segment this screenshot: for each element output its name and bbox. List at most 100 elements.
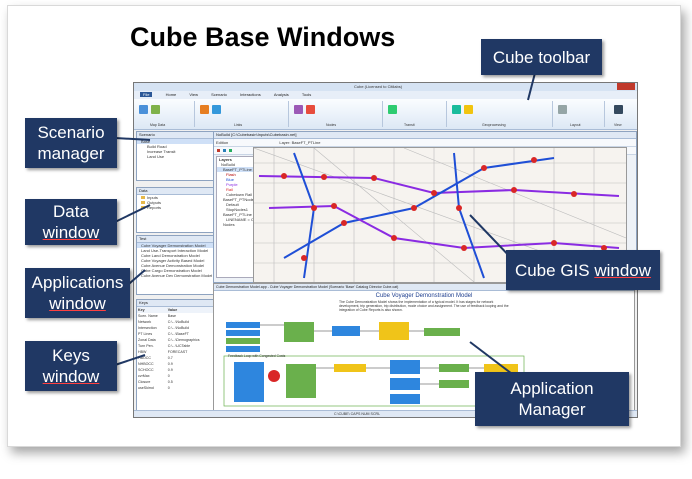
- ribbon-group-label: Geoprocessing: [482, 123, 506, 127]
- callout-text: Data: [53, 202, 89, 221]
- blue-line: [453, 152, 485, 279]
- layer-item[interactable]: Nodes: [223, 222, 235, 227]
- callout-text: manager: [37, 144, 105, 163]
- close-icon[interactable]: [617, 83, 635, 90]
- application-item[interactable]: Cube Avenue Dev Demonstration Model: [141, 273, 213, 278]
- scenario-item[interactable]: Build Road: [147, 144, 167, 149]
- transit-icon[interactable]: [388, 105, 397, 114]
- folder-icon: [141, 196, 145, 199]
- scenario-item[interactable]: Increase Transit: [147, 149, 176, 154]
- feedback-loop-label: Feedback Loop with Congested Costs: [228, 354, 286, 358]
- edition-dropdown[interactable]: Edition: [216, 140, 229, 145]
- tab-home[interactable]: Home: [165, 92, 177, 97]
- keys-column-header: Value: [167, 308, 178, 312]
- layer-item[interactable]: Cubetown Rail: [226, 192, 253, 197]
- nodes-icon[interactable]: [294, 105, 303, 114]
- cube-toolbar: Map Data Links Nodes Transit Geoprocessi…: [134, 99, 637, 130]
- folder-item[interactable]: Inputs: [137, 195, 213, 200]
- status-bar: C:\CUBE\ CAPS NUM SCRL: [134, 410, 637, 417]
- app-tab-title[interactable]: Cube Demonstration Model.app - Cube Voya…: [214, 284, 634, 291]
- folder-item[interactable]: Outputs: [137, 200, 213, 205]
- application-item[interactable]: Cube Avenue Demonstration Model: [141, 263, 205, 268]
- status-text: C:\CUBE\ CAPS NUM SCRL: [334, 412, 381, 416]
- numbering-icon[interactable]: [306, 105, 315, 114]
- edit-icon[interactable]: [151, 105, 160, 114]
- intersect-icon[interactable]: [464, 105, 473, 114]
- select-icon[interactable]: [217, 149, 220, 152]
- application-item[interactable]: Cube Land Demonstration Model: [141, 253, 200, 258]
- callout-text: Keys: [52, 346, 90, 365]
- scenario-item[interactable]: Land Use: [147, 154, 165, 159]
- application-item[interactable]: Cube Cargo Demonstration Model: [141, 268, 202, 273]
- view-icon[interactable]: [614, 105, 623, 114]
- tab-view[interactable]: View: [189, 92, 198, 97]
- ribbon-tabs: File Home View Scenario Interactions Ana…: [134, 91, 637, 99]
- ribbon-group-layout: Layout: [554, 101, 605, 127]
- tab-file[interactable]: File: [140, 92, 153, 97]
- folder-icon: [141, 206, 145, 209]
- layer-item[interactable]: BaseFT_PTLine: [223, 212, 252, 217]
- ribbon-group-geoprocessing: Geoprocessing: [448, 101, 553, 127]
- scenario-panel: Scenario Base Build Road Increase Transi…: [136, 131, 214, 181]
- table-row[interactable]: Turn Pen.C:\...\UCTable: [138, 344, 191, 348]
- buffer-icon[interactable]: [452, 105, 461, 114]
- callout-text: Manager: [518, 400, 586, 419]
- color-icon[interactable]: [212, 105, 221, 114]
- links-icon[interactable]: [200, 105, 209, 114]
- layer-item[interactable]: StopNodes1: [226, 207, 249, 212]
- slide-title: Cube Base Windows: [130, 22, 396, 52]
- tab-scenario[interactable]: Scenario: [211, 92, 227, 97]
- gis-file-path: NoBuild [C:\Cubebasin\Inputs\Cubebasin.n…: [214, 132, 636, 139]
- application-item[interactable]: Cube Voyager Activity Based Model: [141, 258, 205, 263]
- tab-analysis[interactable]: Analysis: [273, 92, 289, 97]
- callout-cube-toolbar: Cube toolbar: [481, 39, 602, 75]
- layer-item[interactable]: Flash: [226, 172, 236, 177]
- diagram-description: The Cube Demonstration Model shows the i…: [339, 300, 509, 312]
- layer-item[interactable]: LINENAME = Cubetown Rail: [226, 217, 278, 222]
- ribbon-group-label: Links: [234, 123, 243, 127]
- tab-tools[interactable]: Tools: [301, 92, 312, 97]
- layout-icon[interactable]: [558, 105, 567, 114]
- ribbon-group-label: Layout: [570, 123, 581, 127]
- layer-dropdown[interactable]: Layer: BaseFT_PTLine: [279, 140, 321, 145]
- tab-interactions[interactable]: Interactions: [240, 92, 261, 97]
- application-item[interactable]: Land Use-Transport Interaction Model: [141, 248, 209, 253]
- folder-item[interactable]: Reports: [137, 205, 213, 210]
- callout-text: window: [42, 223, 100, 242]
- diagram-title: Cube Voyager Demonstration Model: [375, 293, 473, 299]
- flow-diagram: [223, 322, 525, 407]
- callout-text: Cube toolbar: [492, 47, 591, 67]
- ribbon-group-label: Map Data: [150, 123, 166, 127]
- layer-item[interactable]: BaseFT_PTNode: [223, 197, 254, 202]
- pan-icon[interactable]: [229, 149, 233, 152]
- layer-item[interactable]: Purple: [226, 182, 238, 187]
- layer-item[interactable]: Rail: [226, 187, 233, 192]
- layer-item[interactable]: Blue: [226, 177, 235, 182]
- layer-item[interactable]: NoBuild: [221, 162, 236, 167]
- callout-text: Applications: [31, 273, 124, 292]
- zoom-icon[interactable]: [223, 149, 227, 152]
- ribbon-group-links: Links: [196, 101, 289, 127]
- panel-header: Scenario: [137, 132, 213, 139]
- map-data-icon[interactable]: [139, 105, 148, 114]
- scenario-item[interactable]: Base: [137, 139, 213, 144]
- layer-item[interactable]: BaseFT_PTLine: [217, 167, 253, 172]
- application-item[interactable]: Cube Voyager Demonstration Model: [137, 243, 213, 248]
- layer-item[interactable]: Default: [226, 202, 239, 207]
- gis-toolbar: Edition Layer: BaseFT_PTLine: [214, 139, 636, 147]
